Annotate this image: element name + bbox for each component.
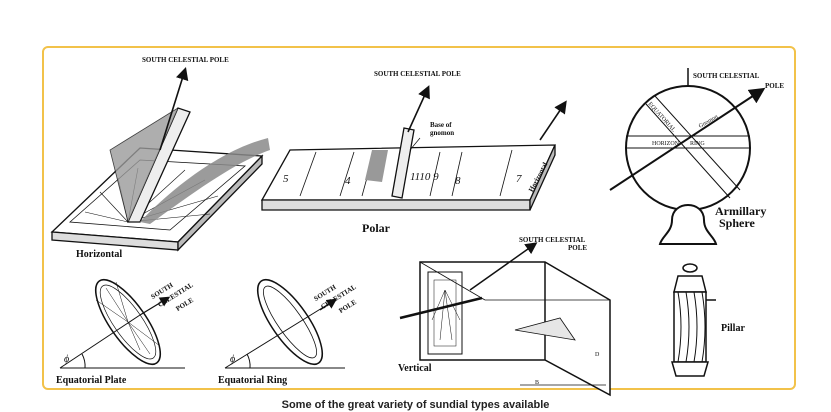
vertical-pole-label-line2: POLE xyxy=(568,244,588,252)
svg-text:1110 9: 1110 9 xyxy=(410,171,439,183)
horizontal-pole-label: SOUTH CELESTIAL POLE xyxy=(142,56,229,64)
armillary-label-line2: Sphere xyxy=(719,216,755,230)
svg-text:D: D xyxy=(595,352,600,358)
svg-text:HORIZON: HORIZON xyxy=(652,141,680,147)
svg-text:7: 7 xyxy=(516,173,522,185)
vertical-dial-label: Vertical xyxy=(398,363,432,374)
svg-text:8: 8 xyxy=(455,175,461,187)
svg-text:5: 5 xyxy=(283,173,289,185)
svg-text:ϕ: ϕ xyxy=(230,354,235,365)
svg-text:EQUATORIAL: EQUATORIAL xyxy=(647,101,677,133)
armillary-pole-label-line2: POLE xyxy=(765,82,785,90)
figure-caption: Some of the great variety of sundial typ… xyxy=(281,399,550,411)
svg-text:RING: RING xyxy=(690,141,705,147)
vertical-sundial: D B xyxy=(399,242,611,397)
pillar-dial-label: Pillar xyxy=(721,323,745,334)
armillary-label-line1: Armillary xyxy=(715,204,767,218)
horizontal-sundial xyxy=(50,66,270,252)
polar-pole-label: SOUTH CELESTIAL POLE xyxy=(374,70,461,78)
svg-text:Gnomon: Gnomon xyxy=(698,114,719,130)
svg-text:B: B xyxy=(535,380,539,386)
vertical-pole-label-line1: SOUTH CELESTIAL xyxy=(519,236,586,244)
equatorial-ring-sundial: ϕ xyxy=(224,279,345,369)
equatorial-ring-label: Equatorial Ring xyxy=(218,375,288,386)
polar-dial-label: Polar xyxy=(362,221,390,235)
svg-text:4: 4 xyxy=(345,175,351,187)
horizontal-dial-label: Horizontal xyxy=(76,249,123,260)
armillary-pole-label-line1: SOUTH CELESTIAL xyxy=(693,72,760,80)
equatorial-plate-label: Equatorial Plate xyxy=(56,375,127,386)
pillar-sundial xyxy=(671,263,716,377)
equatorial-plate-sundial: ϕ xyxy=(59,279,185,369)
polar-sundial: 5 4 1110 9 8 7 xyxy=(260,85,567,211)
base-of-gnomon-line1: Base of xyxy=(430,121,452,129)
svg-text:ϕ: ϕ xyxy=(64,354,69,365)
base-of-gnomon-line2: gnomon xyxy=(430,129,455,137)
